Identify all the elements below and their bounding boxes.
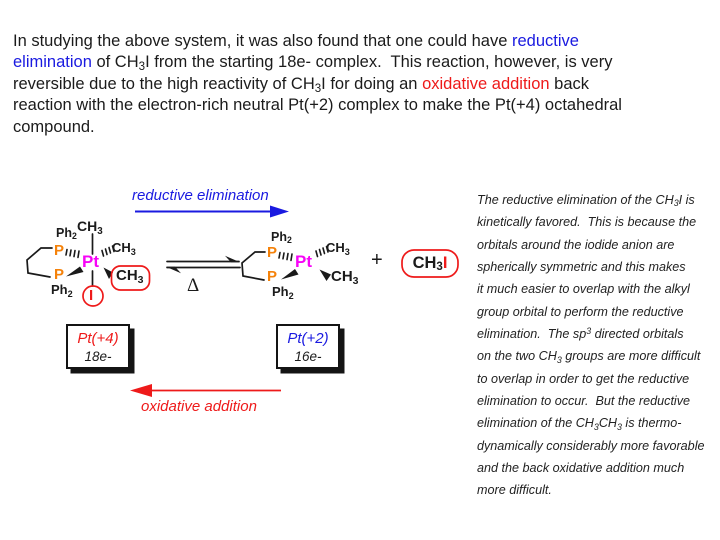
oxidation-state-label: Pt(+2): [287, 330, 329, 347]
phosphorus-atom-top: P: [267, 244, 278, 261]
reverse-arrow: [130, 384, 281, 397]
phenyl2-label-bottom: Ph2: [51, 282, 73, 299]
note-line: elimination. The sp3 directed orbitals: [477, 326, 684, 342]
delta-symbol: Δ: [187, 275, 200, 296]
solid-wedge-pt-ch3: [319, 269, 331, 281]
note-line: on the two CH3 groups are more difficult: [477, 349, 701, 365]
reverse-arrow-label: oxidative addition: [141, 398, 257, 415]
note-line: it much easier to overlap with the alkyl: [477, 282, 690, 297]
phenyl2-label-top: Ph2: [56, 226, 77, 242]
methyl-label-upper-right: CH3: [326, 240, 350, 257]
forward-arrow: [135, 205, 289, 218]
note-line: more difficult.: [477, 483, 552, 498]
dppe-backbone: [26, 247, 53, 278]
electron-count-label: 16e-: [294, 349, 322, 364]
methyl-label-axial-top: CH3: [77, 218, 103, 237]
electron-count-label: 18e-: [84, 349, 112, 364]
hashed-wedge-p-pt: [278, 251, 293, 262]
phosphorus-atom-bottom: P: [54, 266, 65, 283]
intro-paragraph: In studying the above system, it was als…: [13, 31, 622, 136]
phosphorus-atom-bottom: P: [267, 268, 278, 285]
note-line: and the back oxidative addition much: [477, 461, 685, 476]
hashed-wedge-p-pt: [65, 248, 80, 259]
note-line: elimination of the CH3CH3 is thermo-: [477, 416, 682, 432]
solid-wedge-p-pt: [66, 266, 84, 277]
methyl-label-lower-right: CH3: [331, 268, 359, 287]
phenyl2-label-top: Ph2: [271, 230, 292, 246]
dppe-backbone: [241, 251, 266, 281]
forward-arrow-label: reductive elimination: [132, 187, 269, 204]
phosphorus-atom-top: P: [54, 242, 65, 259]
note-line: The reductive elimination of the CH3I is: [477, 193, 695, 209]
right-oxidation-state-tag: Pt(+2) 16e-: [276, 324, 340, 369]
platinum-atom: Pt: [82, 252, 99, 271]
right-complex-bonds: [241, 245, 331, 281]
left-oxidation-state-tag: Pt(+4) 18e-: [66, 324, 130, 369]
plus-sign: +: [371, 249, 383, 271]
side-note: The reductive elimination of the CH3I is…: [477, 189, 719, 502]
note-line: to overlap in order to get the reductive: [477, 371, 690, 386]
platinum-atom: Pt: [295, 252, 312, 271]
phenyl2-label-bottom: Ph2: [272, 284, 294, 301]
oxidation-state-label: Pt(+4): [77, 330, 119, 347]
note-line: dynamically considerably more favorable: [477, 438, 705, 453]
methyl-label-upper-right: CH3: [112, 240, 136, 257]
note-line: orbitals around the iodide anion are: [477, 237, 675, 252]
note-line: elimination to occur. But the reductive: [477, 394, 691, 409]
iodide-atom: I: [89, 287, 94, 304]
equilibrium-arrows: [166, 255, 241, 274]
note-line: group orbital to perform the reductive: [477, 304, 684, 319]
solid-wedge-pt-ch3: [103, 267, 113, 279]
note-line: spherically symmetric and this makes: [477, 260, 686, 275]
note-line: kinetically favored. This is because the: [477, 215, 697, 230]
methyl-label-lower-right: CH3: [116, 267, 144, 286]
